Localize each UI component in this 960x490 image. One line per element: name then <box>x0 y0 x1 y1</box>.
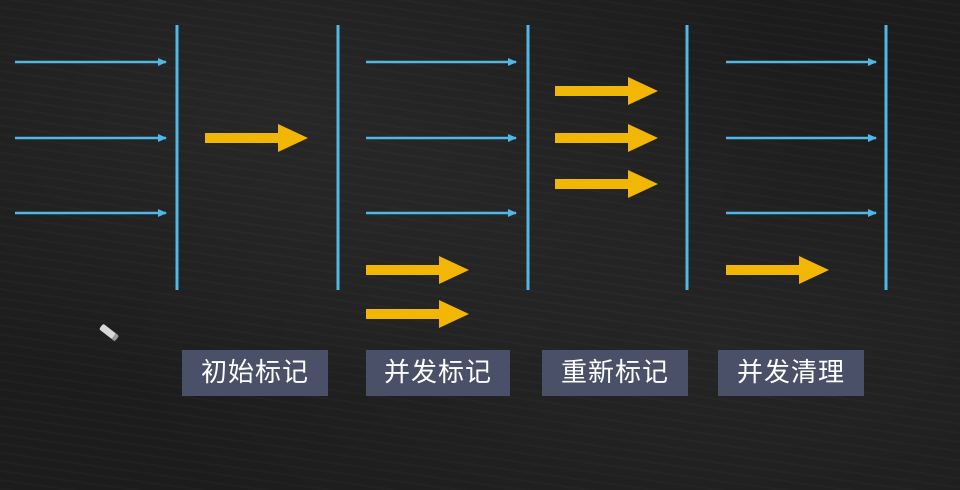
gc-thread-arrow <box>366 256 469 284</box>
phase-label-remark: 重新标记 <box>542 350 688 396</box>
phase-label-concurrent-sweep: 并发清理 <box>718 350 864 396</box>
gc-thread-arrow <box>555 77 658 105</box>
gc-thread-arrow <box>726 256 829 284</box>
gc-thread-arrow <box>555 170 658 198</box>
gc-thread-arrow <box>366 300 469 328</box>
phase-label-concurrent-mark: 并发标记 <box>366 350 510 396</box>
gc-thread-arrow <box>555 124 658 152</box>
phase-label-initial-mark: 初始标记 <box>182 350 328 396</box>
gc-thread-arrow <box>205 124 308 152</box>
